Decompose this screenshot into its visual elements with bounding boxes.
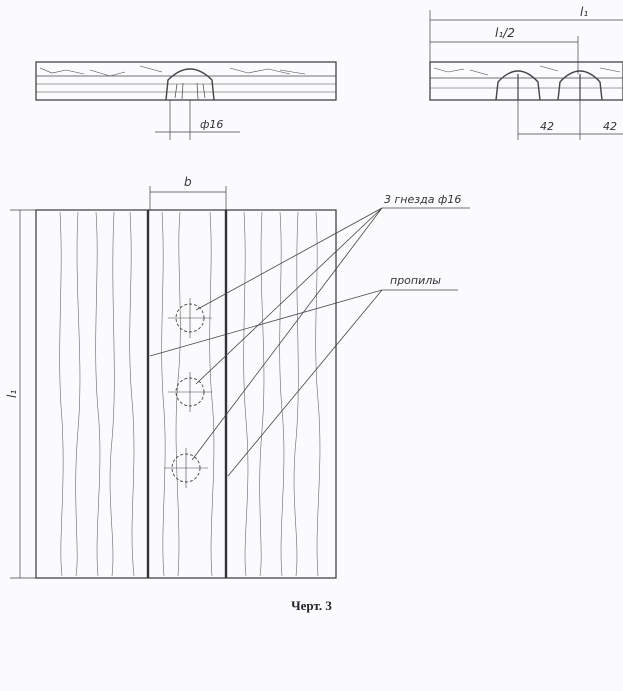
label-sockets: 3 гнезда ф16 (384, 193, 461, 206)
dimension-board-length: l₁ (5, 209, 36, 579)
socket-section-end (557, 70, 603, 101)
socket-section-left (165, 68, 215, 101)
dim-label-offset-right: 42 (603, 120, 617, 133)
section-view-left: ф16 (35, 61, 337, 140)
dim-label-width-b: b (184, 175, 192, 189)
figure-caption: Черт. 3 (291, 598, 332, 613)
dim-label-length: l₁ (580, 5, 588, 19)
dim-label-half-length: l₁/2 (495, 26, 515, 40)
label-cuts: пропилы (390, 274, 441, 287)
socket-section-mid (495, 70, 541, 101)
dimension-width-b: b (149, 175, 227, 210)
section-view-right: l₁ l₁/2 42 42 (429, 5, 623, 140)
leader-lines (149, 207, 470, 477)
plan-view-board (35, 209, 337, 579)
dim-label-dia16: ф16 (200, 118, 223, 131)
dim-label-offset-left: 42 (540, 120, 554, 133)
dim-label-board-length: l₁ (5, 390, 19, 398)
